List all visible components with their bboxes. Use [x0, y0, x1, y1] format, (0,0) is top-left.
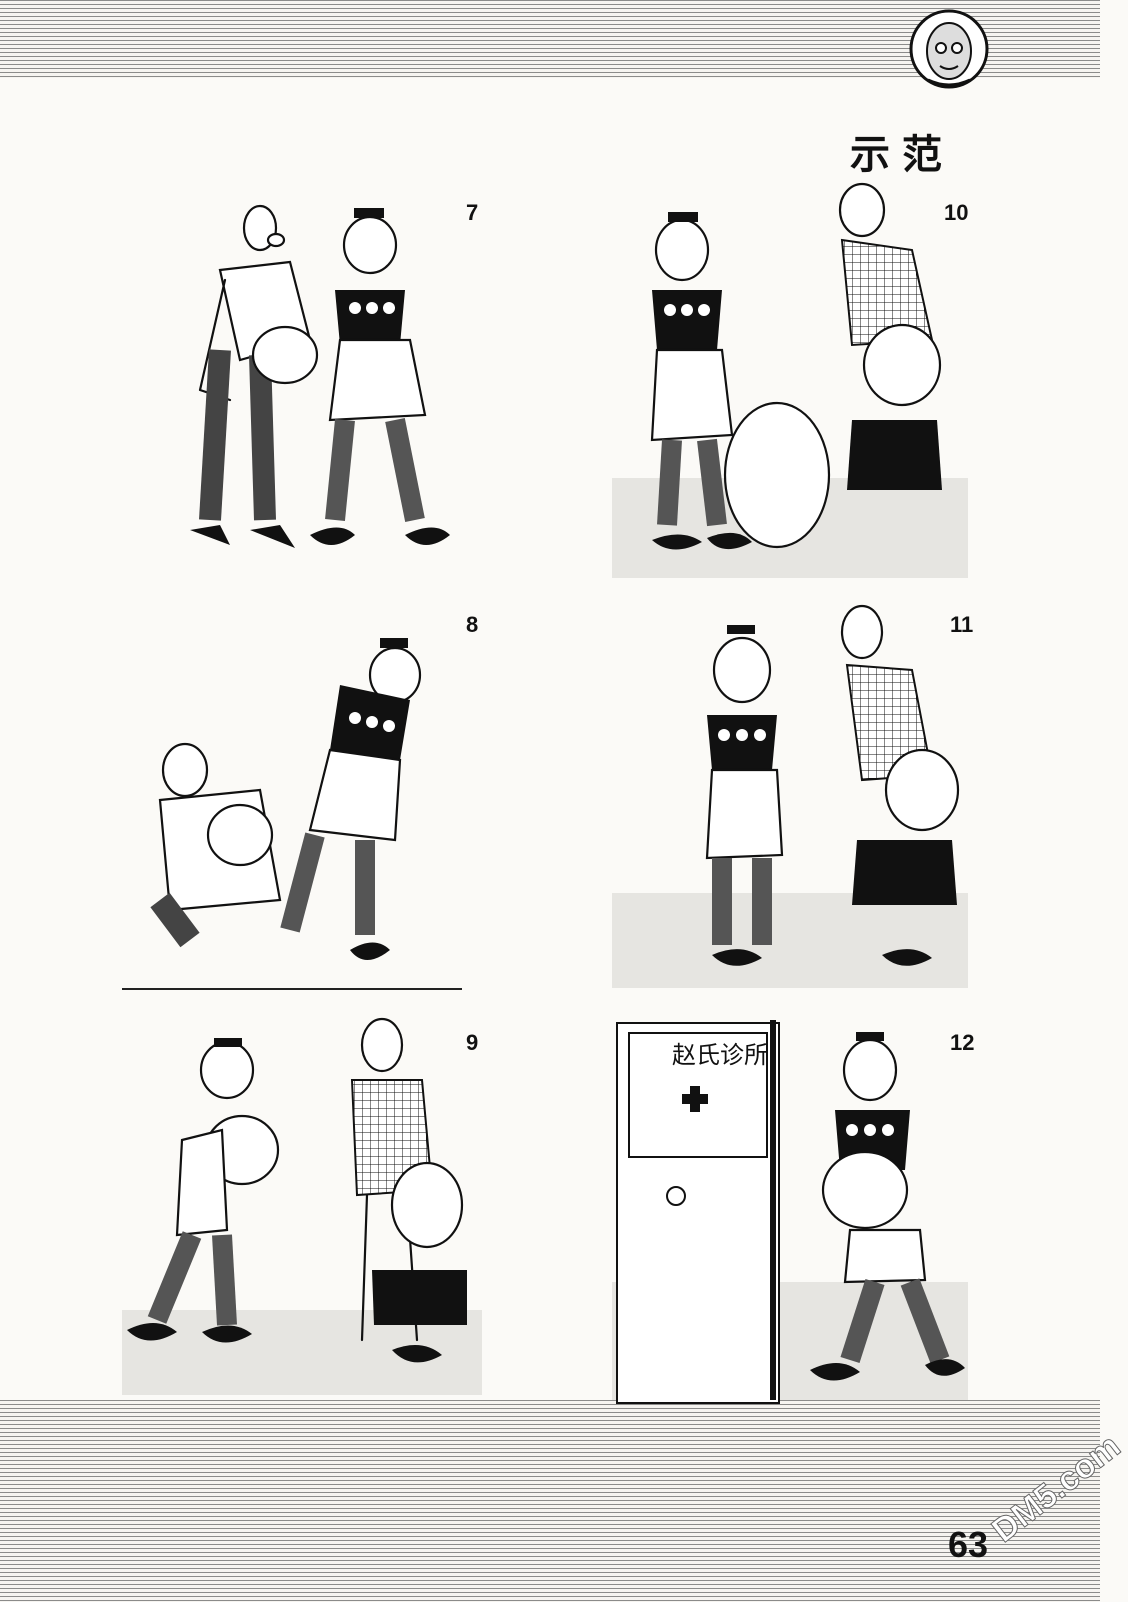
page-number: 63 — [948, 1524, 989, 1565]
panel-7-illustration — [190, 204, 450, 548]
clinic-sign-board — [628, 1032, 768, 1158]
clinic-door — [616, 1022, 780, 1404]
panel-number-11: 11 — [950, 612, 974, 637]
panel-number-8: 8 — [466, 612, 479, 637]
panel-12-illustration — [810, 1032, 965, 1381]
panel-divider — [122, 988, 462, 990]
panel-9-illustration — [127, 1017, 467, 1363]
panel-10-illustration — [650, 182, 942, 550]
panel-11-illustration — [705, 604, 960, 966]
door-knob — [666, 1186, 686, 1206]
panel-number-7: 7 — [466, 200, 479, 225]
clinic-sign-text: 赵氏诊所 — [672, 1041, 768, 1069]
panel-number-12: 12 — [950, 1030, 975, 1055]
cross-icon — [682, 1086, 708, 1112]
character-avatar-icon — [909, 9, 989, 89]
bottom-hatch-border — [0, 1400, 1100, 1602]
page-title: 示范 — [850, 132, 954, 178]
door-frame — [770, 1020, 776, 1400]
panel-number-10: 10 — [944, 200, 969, 225]
panel-11-floor — [612, 893, 968, 988]
panel-number-9: 9 — [466, 1030, 479, 1055]
panel-8-illustration — [150, 638, 422, 960]
